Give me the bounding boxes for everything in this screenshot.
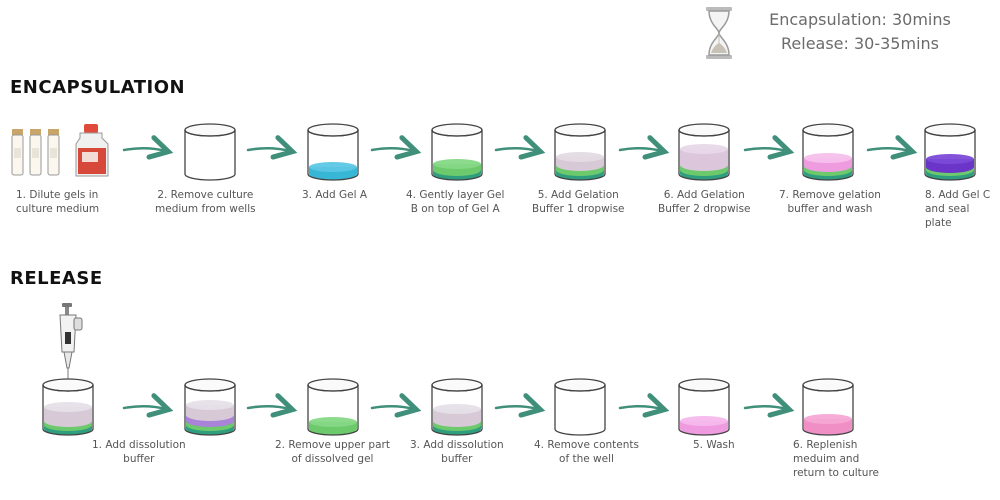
release-step-1-label: 1. Add dissolution buffer: [92, 439, 186, 465]
encapsulation-well-8: [924, 123, 976, 181]
encapsulation-arrows: [122, 148, 910, 151]
encapsulation-step-2-label: 2. Remove culture medium from wells: [155, 189, 256, 215]
release-well-2: [307, 378, 359, 436]
encapsulation-title: ENCAPSULATION: [10, 77, 186, 98]
release-step-5-label: 5. Wash: [693, 439, 735, 451]
hourglass-icon: [706, 7, 732, 59]
timer-panel: Encapsulation: 30mins Release: 30-35mins: [700, 4, 980, 62]
release-title: RELEASE: [10, 268, 103, 289]
pipette-icon: [59, 303, 83, 392]
release-step-3-label: 3. Add dissolution buffer: [410, 439, 504, 465]
release-well-6: [802, 378, 854, 436]
culture-medium-flask-icon: [75, 124, 109, 177]
release-step-4-label: 4. Remove contents of the well: [534, 439, 639, 465]
release-well-1: [184, 378, 236, 436]
release-well-5: [678, 378, 730, 436]
release-arrows: [122, 406, 787, 409]
gel-tubes-icon: [11, 129, 60, 176]
release-step-2-label: 2. Remove upper part of dissolved gel: [275, 439, 390, 465]
encapsulation-well-7: [802, 123, 854, 181]
encapsulation-well-5: [554, 123, 606, 181]
encapsulation-well-3: [307, 123, 359, 181]
release-well-3: [431, 378, 483, 436]
encapsulation-well-2: [184, 123, 236, 181]
release-step-6-label: 6. Replenish meduim and return to cultur…: [793, 439, 879, 479]
encapsulation-step-7-label: 7. Remove gelation buffer and wash: [779, 189, 881, 215]
encapsulation-step-1-label: 1. Dilute gels in culture medium: [16, 189, 100, 215]
encapsulation-step-5-label: 5. Add Gelation Buffer 1 dropwise: [532, 189, 625, 215]
encapsulation-well-6: [678, 123, 730, 181]
encapsulation-step-3-label: 3. Add Gel A: [302, 189, 368, 201]
encapsulation-duration: Encapsulation: 30mins: [769, 10, 951, 29]
release-well-0: [42, 378, 94, 436]
release-duration: Release: 30-35mins: [781, 34, 939, 53]
encapsulation-step-8-label: 8. Add Gel C and seal plate: [925, 189, 991, 229]
release-well-4: [554, 378, 606, 436]
encapsulation-well-4: [431, 123, 483, 181]
encapsulation-step-4-label: 4. Gently layer Gel B on top of Gel A: [406, 189, 505, 215]
encapsulation-step-6-label: 6. Add Gelation Buffer 2 dropwise: [658, 189, 751, 215]
